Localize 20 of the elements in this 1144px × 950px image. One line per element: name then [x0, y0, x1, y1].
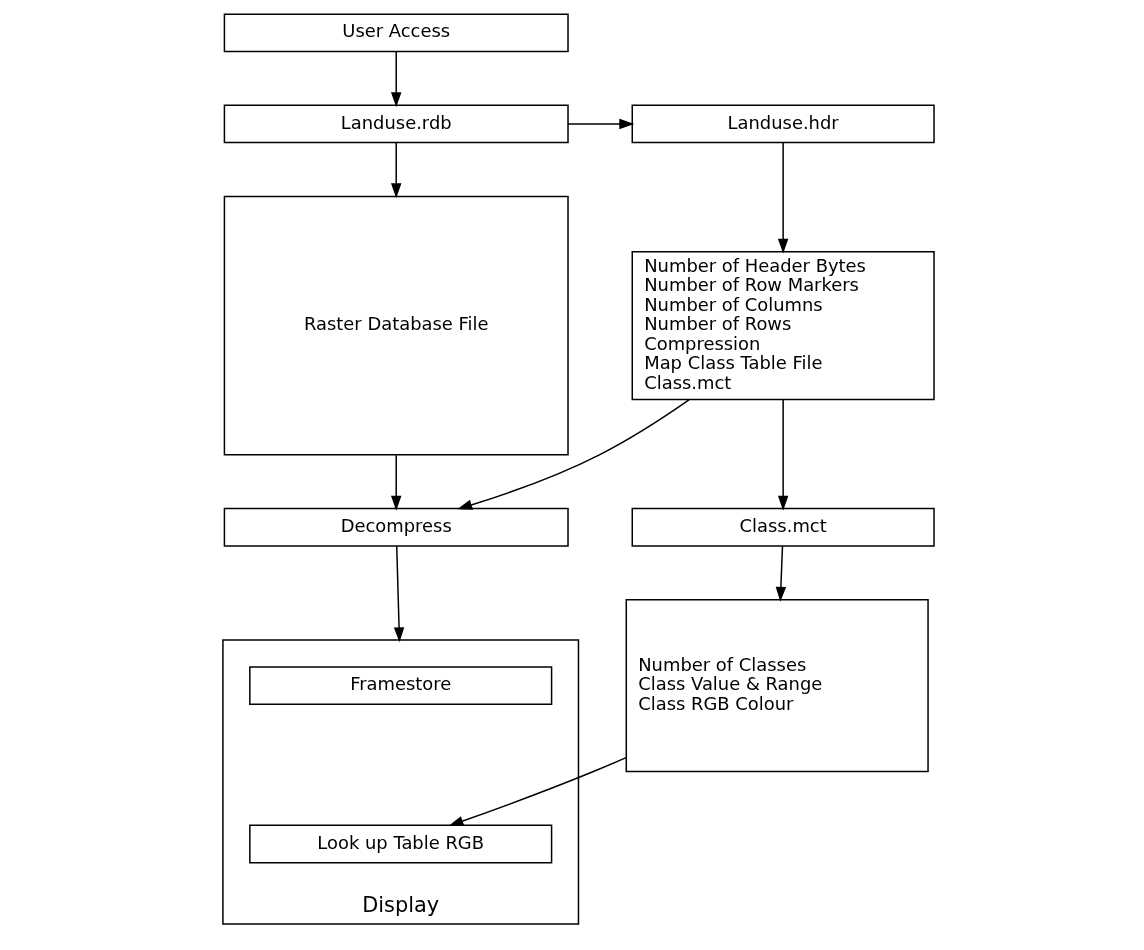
arrow [456, 399, 690, 510]
arrow [566, 118, 634, 130]
node-box: Number of Header Bytes Number of Row Markers Number of Columns Number of Rows Compression Map Class Table File Class.mct [631, 250, 935, 401]
arrow [390, 50, 401, 108]
node-box: Decompress [223, 507, 569, 547]
arrow [393, 545, 404, 643]
node-box: Number of Classes Class Value & Range Class RGB Colour [625, 599, 929, 773]
arrow [777, 142, 788, 254]
node-box: User Access [223, 13, 569, 53]
node-box: Raster Database File [223, 195, 569, 456]
arrow [390, 142, 401, 199]
node-box: Class.mct [631, 507, 935, 547]
node-box: Framestore [248, 666, 552, 706]
node-box: Landuse.rdb [223, 104, 569, 144]
arrow [775, 545, 786, 602]
node-box: Look up Table RGB [248, 824, 552, 864]
arrow [777, 399, 788, 511]
arrow [390, 454, 401, 511]
arrow [448, 756, 627, 827]
node-box: Landuse.hdr [631, 104, 935, 144]
